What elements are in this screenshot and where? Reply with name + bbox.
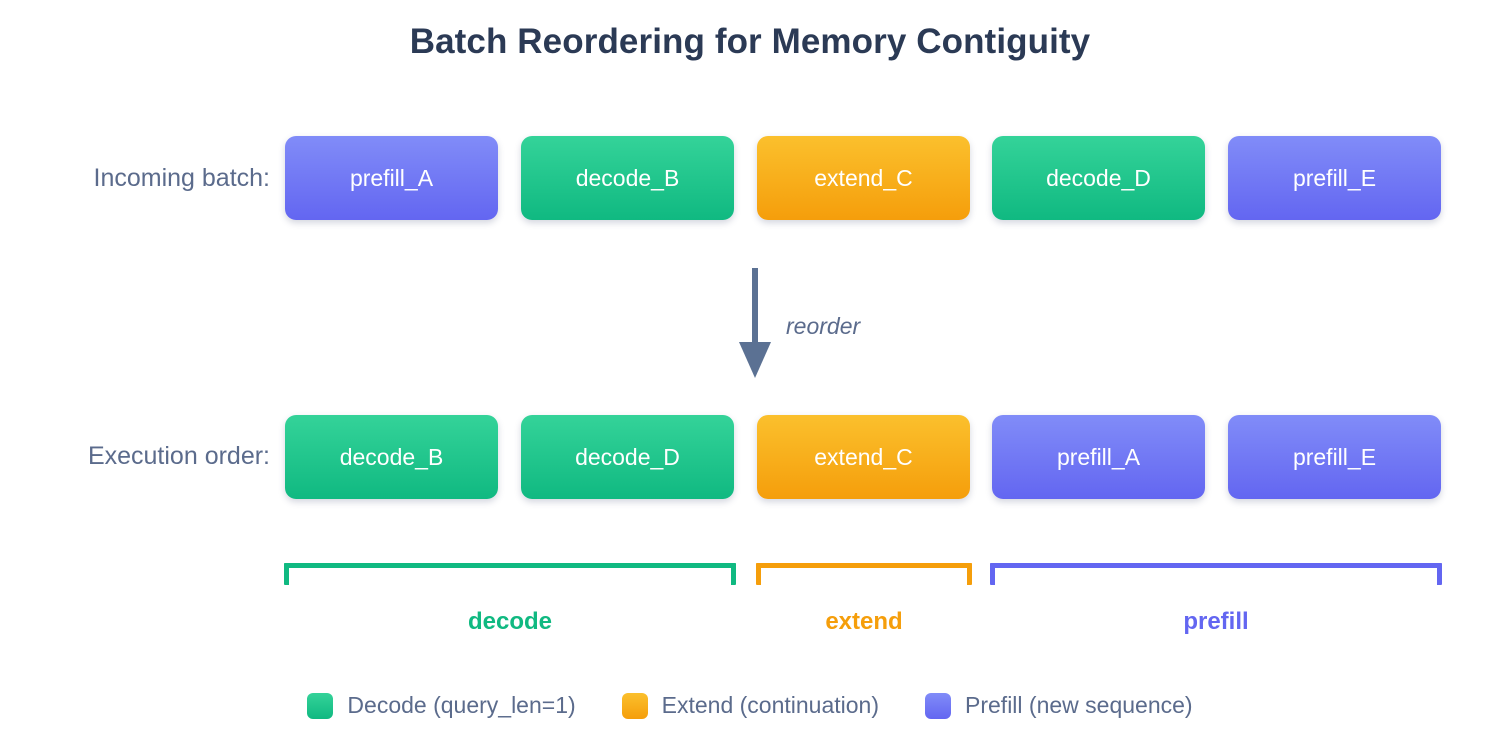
execution-order-label: Execution order:: [87, 442, 270, 470]
page-title: Batch Reordering for Memory Contiguity: [409, 22, 1091, 61]
reorder-arrow-icon: [739, 268, 771, 378]
group-label-decode: decode: [467, 608, 553, 635]
group-label-prefill: prefill: [1183, 608, 1249, 635]
batch-item-decode-d[interactable]: decode_D: [992, 136, 1205, 220]
group-bracket-extend: [756, 563, 972, 585]
group-bracket-decode: [284, 563, 736, 585]
legend-item-decode: Decode (query_len=1): [307, 692, 576, 719]
batch-item-prefill-a[interactable]: prefill_A: [285, 136, 498, 220]
legend-item-extend: Extend (continuation): [621, 692, 880, 719]
group-label-extend: extend: [825, 608, 903, 635]
incoming-batch-label: Incoming batch:: [93, 164, 271, 192]
legend-swatch-extend-icon: [621, 692, 648, 719]
batch-item-prefill-a[interactable]: prefill_A: [992, 415, 1205, 499]
batch-item-prefill-e[interactable]: prefill_E: [1228, 136, 1441, 220]
batch-item-decode-d[interactable]: decode_D: [521, 415, 734, 499]
legend-label-extend: Extend (continuation): [661, 692, 880, 718]
batch-item-decode-b[interactable]: decode_B: [521, 136, 734, 220]
legend-label-decode: Decode (query_len=1): [347, 692, 576, 718]
legend-label-prefill: Prefill (new sequence): [965, 692, 1193, 718]
batch-item-extend-c[interactable]: extend_C: [757, 136, 970, 220]
legend-swatch-decode-icon: [307, 692, 334, 719]
legend: Decode (query_len=1) Extend (continuation…: [0, 692, 1500, 719]
legend-item-prefill: Prefill (new sequence): [925, 692, 1193, 719]
batch-item-prefill-e[interactable]: prefill_E: [1228, 415, 1441, 499]
reorder-label: reorder: [786, 313, 861, 339]
legend-swatch-prefill-icon: [925, 692, 952, 719]
batch-item-extend-c[interactable]: extend_C: [757, 415, 970, 499]
batch-item-decode-b[interactable]: decode_B: [285, 415, 498, 499]
group-bracket-prefill: [990, 563, 1442, 585]
